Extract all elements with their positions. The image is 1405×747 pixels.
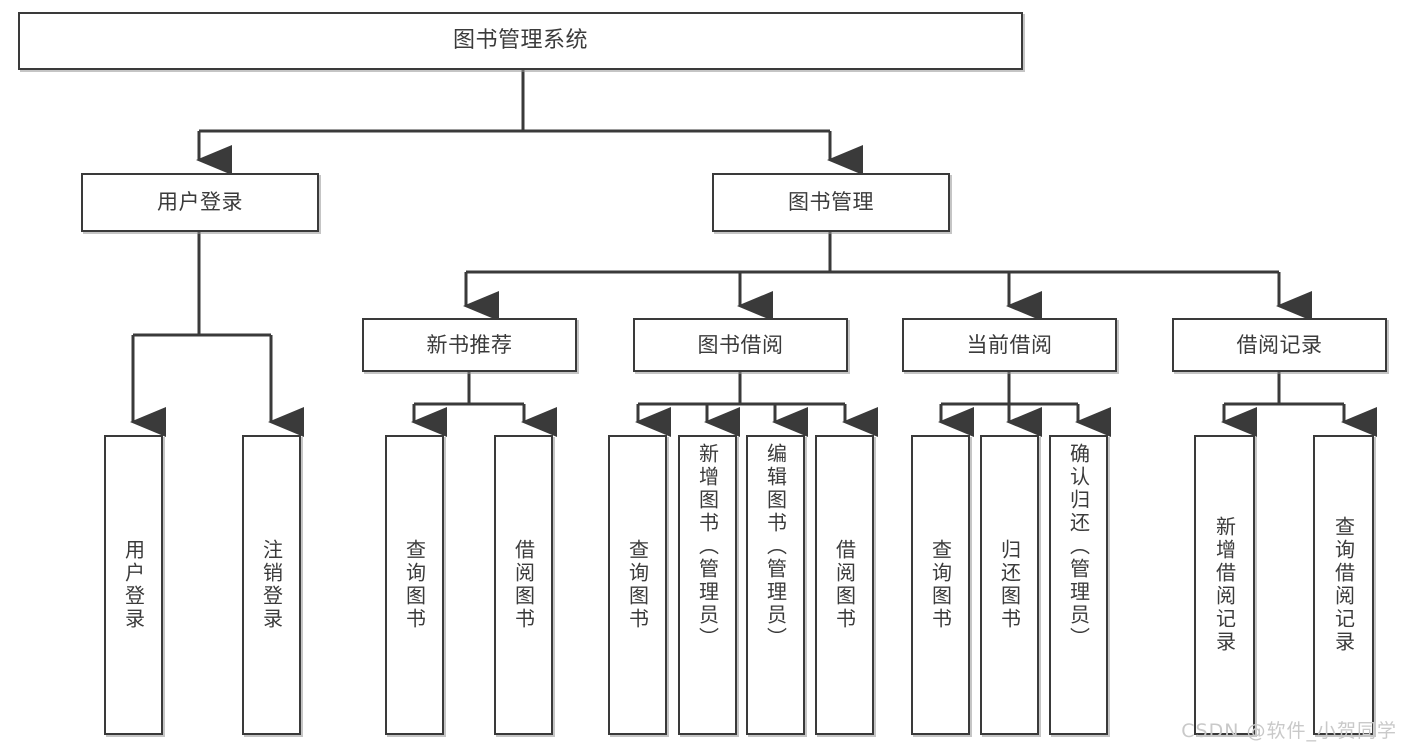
csdn-watermark: CSDN @软件_小贺同学	[1181, 720, 1397, 742]
leaf-confirm-return[interactable]: 确认归还（管理员）	[1049, 435, 1108, 735]
leaf-user-login[interactable]: 用户登录	[104, 435, 163, 735]
leaf-query-book-3[interactable]: 查询图书	[911, 435, 970, 735]
leaf-add-book[interactable]: 新增图书（管理员）	[678, 435, 737, 735]
node-current-borrow-label: 当前借阅	[966, 332, 1053, 357]
leaf-query-book-1[interactable]: 查询图书	[385, 435, 444, 735]
node-root[interactable]: 图书管理系统	[18, 12, 1023, 70]
leaf-query-book-1-label: 查询图书	[402, 539, 427, 631]
node-new-book-rec-label: 新书推荐	[426, 332, 513, 357]
leaf-logout-label: 注销登录	[259, 539, 284, 631]
node-new-book-rec[interactable]: 新书推荐	[362, 318, 577, 372]
leaf-edit-book[interactable]: 编辑图书（管理员）	[746, 435, 805, 735]
leaf-borrow-book-1-label: 借阅图书	[511, 539, 536, 631]
node-borrow-record[interactable]: 借阅记录	[1172, 318, 1387, 372]
node-user-login-label: 用户登录	[157, 190, 243, 215]
node-user-login[interactable]: 用户登录	[81, 173, 319, 232]
leaf-query-book-3-label: 查询图书	[928, 539, 953, 631]
leaf-confirm-return-label: 确认归还（管理员）	[1066, 443, 1091, 650]
node-borrow-record-label: 借阅记录	[1236, 332, 1323, 357]
leaf-edit-book-label: 编辑图书（管理员）	[763, 443, 788, 650]
node-current-borrow[interactable]: 当前借阅	[902, 318, 1117, 372]
leaf-return-book-label: 归还图书	[997, 539, 1022, 631]
leaf-user-login-label: 用户登录	[121, 539, 146, 631]
node-book-borrow-label: 图书借阅	[697, 332, 784, 357]
leaf-query-record[interactable]: 查询借阅记录	[1313, 435, 1374, 735]
leaf-return-book[interactable]: 归还图书	[980, 435, 1039, 735]
leaf-add-record-label: 新增借阅记录	[1212, 516, 1237, 654]
leaf-borrow-book-1[interactable]: 借阅图书	[494, 435, 553, 735]
leaf-query-book-2-label: 查询图书	[625, 539, 650, 631]
node-root-label: 图书管理系统	[452, 28, 588, 54]
leaf-query-book-2[interactable]: 查询图书	[608, 435, 667, 735]
leaf-add-book-label: 新增图书（管理员）	[695, 443, 720, 650]
leaf-logout[interactable]: 注销登录	[242, 435, 301, 735]
node-book-manage[interactable]: 图书管理	[712, 173, 950, 232]
leaf-query-record-label: 查询借阅记录	[1331, 516, 1356, 654]
leaf-add-record[interactable]: 新增借阅记录	[1194, 435, 1255, 735]
leaf-borrow-book-2-label: 借阅图书	[832, 539, 857, 631]
node-book-manage-label: 图书管理	[788, 190, 874, 215]
leaf-borrow-book-2[interactable]: 借阅图书	[815, 435, 874, 735]
node-book-borrow[interactable]: 图书借阅	[633, 318, 848, 372]
